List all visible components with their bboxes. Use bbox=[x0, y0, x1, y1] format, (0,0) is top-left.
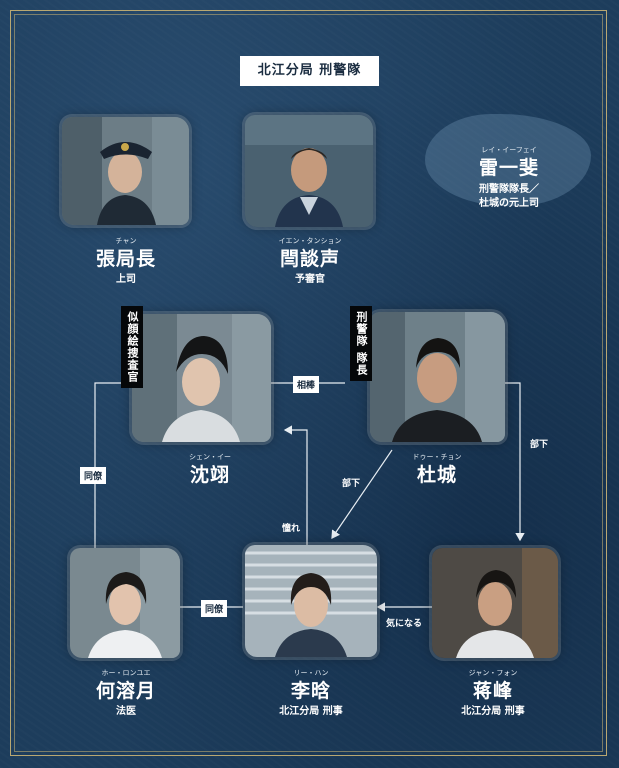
lei-role-line1: 刑警隊隊長／ bbox=[479, 184, 539, 195]
li-shen-admire-line bbox=[283, 425, 308, 545]
du-jiang-subordinate-label: 部下 bbox=[530, 440, 549, 450]
du-ruby: ドゥー・チョン bbox=[412, 453, 462, 461]
jiang-role: 北江分局 刑事 bbox=[461, 706, 525, 717]
shen-ruby: シェン・イー bbox=[189, 453, 231, 461]
partner-label: 相棒 bbox=[293, 376, 320, 393]
admire-label: 憧れ bbox=[282, 524, 301, 534]
lei-placeholder bbox=[425, 114, 591, 206]
li-ruby: リー・ハン bbox=[293, 669, 329, 677]
shen-tag: 似顔絵捜査官 bbox=[121, 306, 143, 388]
du-jiang-subordinate-line bbox=[505, 382, 525, 542]
shen-name: 沈翊 bbox=[189, 464, 231, 486]
zhang-ruby: チャン bbox=[115, 237, 137, 245]
yan-role: 予審官 bbox=[295, 274, 325, 285]
du-tag: 刑警隊 隊長 bbox=[350, 306, 372, 381]
jiang-ruby: ジャン・フォン bbox=[468, 669, 518, 677]
li-name: 李晗 bbox=[290, 680, 332, 702]
li-role: 北江分局 刑事 bbox=[279, 706, 343, 717]
shen-portrait bbox=[132, 314, 271, 442]
yan-name: 閆談声 bbox=[279, 248, 341, 270]
jiang-name: 蒋峰 bbox=[472, 680, 514, 702]
zhang-portrait bbox=[62, 117, 189, 225]
he-name: 何溶月 bbox=[95, 680, 157, 702]
jiang-portrait bbox=[432, 548, 558, 658]
du-name: 杜城 bbox=[416, 464, 458, 486]
zhang-name: 張局長 bbox=[95, 248, 157, 270]
du-li-subordinate-line bbox=[331, 449, 393, 539]
lei-name: 雷一斐 bbox=[478, 157, 540, 179]
he-ruby: ホー・ロンユエ bbox=[101, 669, 151, 677]
li-portrait bbox=[245, 545, 377, 657]
du-li-subordinate-label: 部下 bbox=[342, 479, 361, 489]
inner-frame bbox=[14, 14, 603, 752]
yan-portrait bbox=[245, 115, 373, 227]
du-portrait bbox=[370, 312, 505, 442]
interested-label: 気になる bbox=[386, 619, 423, 629]
he-portrait bbox=[70, 548, 180, 658]
zhang-role: 上司 bbox=[116, 274, 136, 285]
shen-he-colleague-line bbox=[94, 382, 128, 548]
colleague-left-label: 同僚 bbox=[80, 467, 107, 484]
he-role: 法医 bbox=[116, 706, 136, 717]
lei-ruby: レイ・イーフェイ bbox=[481, 146, 537, 154]
colleague-bottom-label: 同僚 bbox=[201, 600, 228, 617]
lei-role-line2: 杜城の元上司 bbox=[479, 198, 539, 209]
diagram-title: 北江分局 刑警隊 bbox=[240, 56, 379, 86]
yan-ruby: イエン・タンション bbox=[278, 237, 342, 245]
outer-frame bbox=[10, 10, 607, 756]
